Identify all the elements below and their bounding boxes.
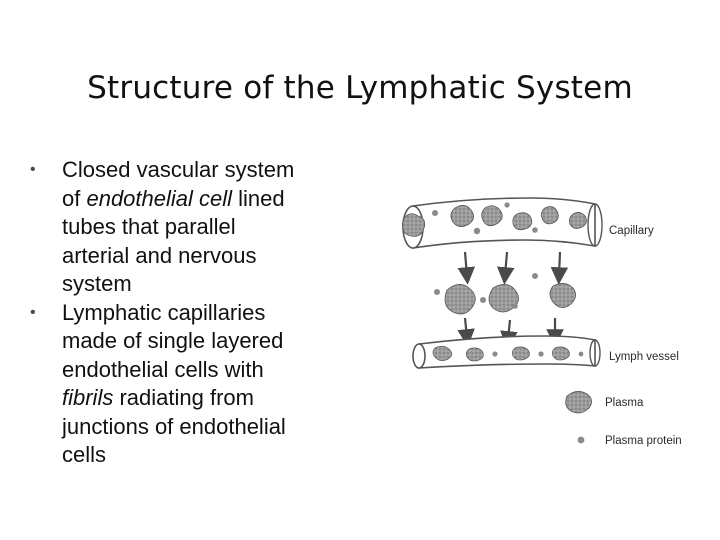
bullet-line: fibrils radiating from	[62, 384, 370, 413]
bullet-line: Lymphatic capillaries	[62, 299, 370, 328]
text-segment: junctions of endothelial	[62, 413, 286, 439]
text-segment: made of single layered	[62, 328, 284, 353]
bullet-line: tubes that parallel	[62, 213, 370, 242]
bullet-item: • Closed vascular system of endothelial c…	[30, 156, 370, 299]
bullet-icon: •	[30, 161, 36, 178]
bullet-line: of endothelial cell lined	[62, 185, 370, 214]
text-segment: Closed vascular system	[62, 157, 295, 182]
bullet-line: made of single layered	[62, 327, 370, 356]
text-segment: lined	[232, 185, 285, 211]
bullet-item: • Lymphatic capillaries made of single la…	[30, 299, 370, 470]
filtration-arrows	[457, 251, 569, 285]
text-segment: radiating from	[113, 385, 254, 410]
capillary-tube	[401, 197, 603, 249]
bullet-line: endothelial cells with	[62, 356, 370, 385]
text-segment: arterial and nervous	[62, 242, 257, 268]
bullet-list: • Closed vascular system of endothelial c…	[30, 156, 370, 470]
legend-plasma-protein: Plasma protein	[577, 435, 682, 447]
bullet-line: arterial and nervous	[62, 242, 370, 271]
text-segment: endothelial cells with	[62, 356, 264, 382]
legend-plasma: Plasma	[565, 391, 644, 414]
text-segment: system	[62, 271, 132, 296]
bullet-line: cells	[62, 441, 370, 470]
lymphatic-diagram: Capillary	[395, 168, 685, 458]
lymph-vessel-tube	[412, 335, 601, 369]
bullet-icon: •	[30, 303, 36, 321]
plasma-protein-label: Plasma protein	[605, 435, 682, 447]
lymph-vessel-label: Lymph vessel	[609, 351, 679, 363]
interstitial-plasma	[434, 273, 576, 315]
text-segment: cells	[62, 442, 107, 467]
slide-title: Structure of the Lymphatic System	[87, 70, 633, 106]
italic-term: endothelial cell	[86, 185, 233, 211]
plasma-label: Plasma	[605, 397, 644, 409]
lymphatic-diagram-svg: Capillary	[401, 197, 682, 447]
text-segment: Lymphatic capillaries	[62, 299, 266, 325]
text-segment: of	[62, 185, 87, 211]
bullet-line: system	[62, 270, 370, 299]
text-segment: tubes that parallel	[62, 214, 236, 239]
capillary-label: Capillary	[609, 225, 654, 237]
italic-term: fibrils	[62, 385, 114, 410]
bullet-text: Lymphatic capillaries made of single laye…	[62, 299, 370, 470]
bullet-line: junctions of endothelial	[62, 413, 370, 442]
bullet-text: Closed vascular system of endothelial cel…	[62, 156, 370, 299]
bullet-line: Closed vascular system	[62, 156, 370, 185]
